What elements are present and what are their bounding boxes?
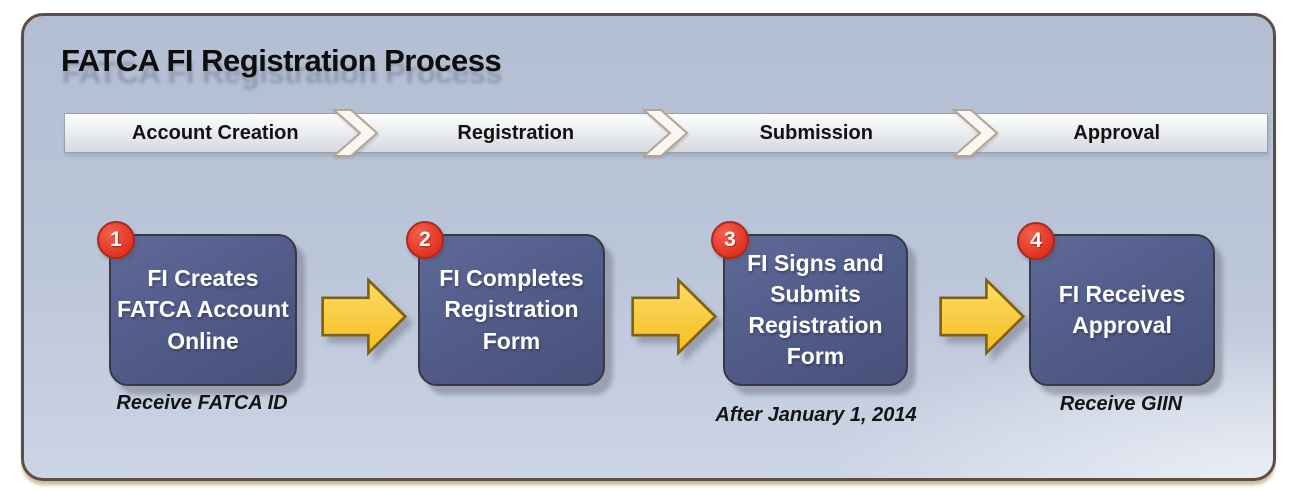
stage-submission: Submission: [666, 114, 967, 152]
page-title: FATCA FI Registration Process: [61, 43, 502, 78]
stage-label: Account Creation: [131, 121, 299, 144]
step-4-caption: Receive GIIN: [1059, 393, 1183, 415]
chevron-right-icon: [332, 109, 379, 157]
step-3-box: FI Signs and Submits Registration Form: [723, 234, 908, 386]
stage-label: Approval: [1073, 121, 1161, 144]
diagram-frame: FATCA FI Registration Process Account Cr…: [21, 13, 1276, 481]
step-1-number-badge: 1: [97, 221, 135, 259]
block-arrow-right-icon: [631, 276, 718, 357]
step-3-caption: After January 1, 2014: [715, 404, 917, 426]
stage-approval: Approval: [967, 114, 1268, 152]
chevron-right-icon: [642, 109, 689, 157]
step-1-caption: Receive FATCA ID: [116, 392, 288, 414]
block-arrow-right-icon: [321, 276, 408, 357]
stage-account-creation: Account Creation: [65, 114, 366, 152]
step-1-box: FI Creates FATCA Account Online: [109, 234, 297, 386]
step-2-label: FI Completes Registration Form: [439, 265, 584, 354]
step-1-label: FI Creates FATCA Account Online: [117, 265, 289, 354]
step-4-number-badge: 4: [1017, 222, 1055, 260]
block-arrow-right-icon: [939, 276, 1026, 357]
step-3-label: FI Signs and Submits Registration Form: [747, 249, 884, 370]
step-4-box: FI Receives Approval: [1029, 234, 1215, 386]
step-2-box: FI Completes Registration Form: [418, 234, 605, 386]
step-3-number-badge: 3: [711, 221, 749, 259]
stage-label: Registration: [457, 121, 575, 144]
chevron-right-icon: [952, 109, 999, 157]
stage-registration: Registration: [366, 114, 667, 152]
step-4-label: FI Receives Approval: [1058, 280, 1186, 338]
stage-label: Submission: [759, 121, 873, 144]
step-2-number-badge: 2: [406, 221, 444, 259]
